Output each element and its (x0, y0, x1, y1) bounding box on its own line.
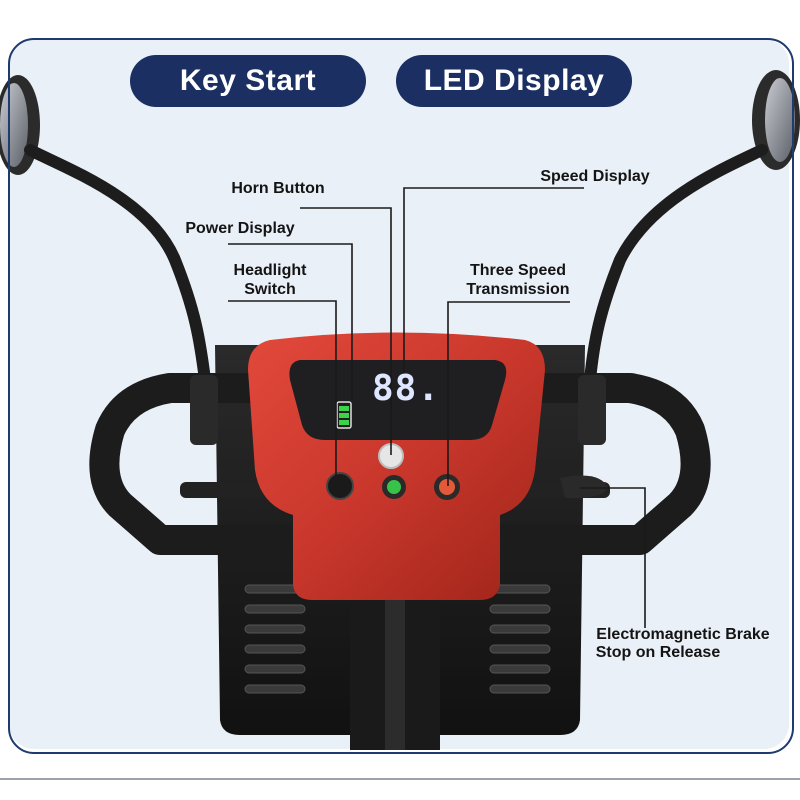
key-start-button[interactable] (382, 475, 406, 499)
horn-button-label: Horn Button (231, 180, 325, 197)
key-start-badge: Key Start (130, 55, 366, 107)
speed-transmission-button[interactable] (434, 474, 460, 500)
handlebar (89, 373, 711, 555)
led-display-badge: LED Display (396, 55, 632, 107)
speed-readout: 88. (372, 368, 441, 409)
speed-display-label: Speed Display (540, 168, 650, 185)
divider (0, 778, 800, 780)
battery-icon (336, 401, 352, 429)
power-display-label: Power Display (185, 220, 295, 237)
callout-lines (228, 187, 646, 628)
headlight-switch[interactable] (326, 472, 354, 500)
right-mirror (584, 70, 800, 386)
image-frame (8, 38, 794, 754)
